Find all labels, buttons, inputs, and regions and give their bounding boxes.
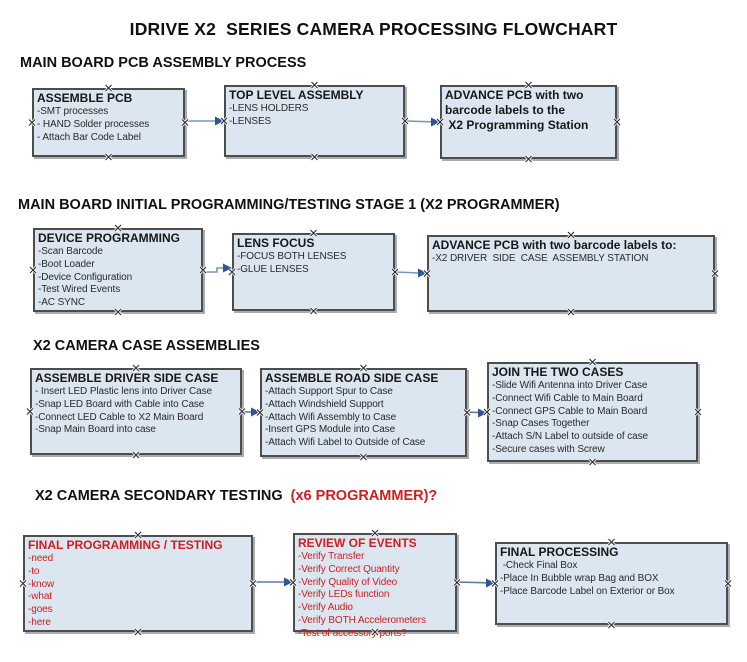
box-item: -to xyxy=(28,565,40,577)
box-item: -Connect LED Cable to X2 Main Board xyxy=(35,411,204,423)
box-item: -LENS HOLDERS xyxy=(229,103,309,114)
page-title: IDRIVE X2 SERIES CAMERA PROCESSING FLOWC… xyxy=(129,19,618,39)
box-item: -Snap LED Board with Cable into Case xyxy=(35,398,205,410)
box-item: -Verify Audio xyxy=(298,602,353,614)
box-item: -Boot Loader xyxy=(38,258,95,270)
flow-box-lens-focus[interactable]: LENS FOCUS -FOCUS BOTH LENSES -GLUE LENS… xyxy=(232,233,395,311)
connector-arrow[interactable] xyxy=(456,578,495,588)
box-item: -X2 DRIVER SIDE CASE ASSEMBLY STATION xyxy=(432,253,649,264)
flow-box-device-programming[interactable]: DEVICE PROGRAMMING -Scan Barcode -Boot L… xyxy=(33,228,203,312)
heading-black-part: X2 CAMERA SECONDARY TESTING xyxy=(35,488,283,504)
box-item: -FOCUS BOTH LENSES xyxy=(237,251,347,262)
box-item: -Connect GPS Cable to Main Board xyxy=(492,405,648,417)
box-title: ASSEMBLE DRIVER SIDE CASE xyxy=(35,371,219,385)
box-item: - HAND Solder processes xyxy=(37,118,150,130)
flow-box-advance-pcb-driver-side[interactable]: ADVANCE PCB with two barcode labels to: … xyxy=(427,235,715,312)
section-heading-initial-programming: MAIN BOARD INITIAL PROGRAMMING/TESTING S… xyxy=(18,197,560,213)
box-title: FINAL PROCESSING xyxy=(500,545,619,559)
box-item: -Test of accessory ports? xyxy=(298,627,407,639)
flow-box-assemble-road-side-case[interactable]: ASSEMBLE ROAD SIDE CASE -Attach Support … xyxy=(260,368,467,457)
box-item: -Attach Wifi Label to Outside of Case xyxy=(265,437,426,449)
flow-box-advance-pcb-programming-station[interactable]: ADVANCE PCB with two barcode labels to t… xyxy=(440,85,617,159)
box-item: -SMT processes xyxy=(37,106,109,117)
box-item: -Scan Barcode xyxy=(38,246,103,257)
section-heading-pcb-assembly: MAIN BOARD PCB ASSEMBLY PROCESS xyxy=(20,55,307,71)
flow-box-top-level-assembly[interactable]: TOP LEVEL ASSEMBLY -LENS HOLDERS -LENSES xyxy=(224,85,405,157)
box-item: -Secure cases with Screw xyxy=(492,443,605,455)
box-item: -Attach S/N Label to outside of case xyxy=(492,431,648,443)
section-heading-secondary-testing: X2 CAMERA SECONDARY TESTING (x6 PROGRAMM… xyxy=(35,488,437,504)
heading-red-part: (x6 PROGRAMMER)? xyxy=(282,488,438,504)
box-item: -Verify Quality of Video xyxy=(298,576,398,588)
box-item: -Insert GPS Module into Case xyxy=(265,424,396,436)
box-item: -LENSES xyxy=(229,115,272,127)
box-item: -Snap Cases Together xyxy=(492,418,590,430)
box-title: REVIEW OF EVENTS xyxy=(298,536,417,550)
box-item: -Device Configuration xyxy=(38,271,133,283)
box-item: -Slide Wifi Antenna into Driver Case xyxy=(492,380,648,391)
box-item: -GLUE LENSES xyxy=(237,263,309,275)
flow-box-assemble-driver-side-case[interactable]: ASSEMBLE DRIVER SIDE CASE - Insert LED P… xyxy=(30,368,242,455)
connector-arrow[interactable] xyxy=(242,407,260,417)
box-item: -Snap Main Board into case xyxy=(35,424,156,436)
flow-box-final-programming-testing[interactable]: FINAL PROGRAMMING / TESTING -need -to -k… xyxy=(23,535,253,632)
connector-arrow[interactable] xyxy=(404,117,440,127)
box-item: -Place In Bubble wrap Bag and BOX xyxy=(500,572,659,584)
box-title: ADVANCE PCB with two barcode labels to: xyxy=(432,238,677,252)
box-item: -need xyxy=(28,553,54,564)
flow-box-assemble-pcb[interactable]: ASSEMBLE PCB -SMT processes - HAND Solde… xyxy=(32,88,185,157)
connector-arrow[interactable] xyxy=(394,268,427,278)
box-title: LENS FOCUS xyxy=(237,236,315,250)
box-item: -AC SYNC xyxy=(38,297,85,309)
connector-arrow[interactable] xyxy=(253,577,293,587)
box-item: -Verify LEDs function xyxy=(298,589,390,601)
box-item: -Place Barcode Label on Exterior or Box xyxy=(500,585,675,597)
box-item: -know xyxy=(28,578,55,590)
box-item: -Connect Wifi Cable to Main Board xyxy=(492,392,643,404)
box-item: - Insert LED Plastic lens into Driver Ca… xyxy=(35,386,212,397)
box-item: -Verify BOTH Accelerometers xyxy=(298,614,426,626)
box-item: -Verify Transfer xyxy=(298,551,365,562)
box-item: -what xyxy=(28,591,52,603)
connector-arrow[interactable] xyxy=(466,408,487,418)
box-item: -Check Final Box xyxy=(500,560,578,571)
box-title: ASSEMBLE PCB xyxy=(37,91,133,105)
box-item: -Test Wired Events xyxy=(38,284,121,296)
flow-box-join-the-two-cases[interactable]: JOIN THE TWO CASES -Slide Wifi Antenna i… xyxy=(487,362,698,462)
box-title: DEVICE PROGRAMMING xyxy=(38,231,181,245)
section-heading-case-assemblies: X2 CAMERA CASE ASSEMBLIES xyxy=(33,338,260,354)
flow-box-final-processing[interactable]: FINAL PROCESSING -Check Final Box -Place… xyxy=(495,542,728,625)
box-title: FINAL PROGRAMMING / TESTING xyxy=(28,538,223,552)
connector-arrow[interactable] xyxy=(203,263,232,273)
box-title: ASSEMBLE ROAD SIDE CASE xyxy=(265,371,439,385)
box-item: -Attach Support Spur to Case xyxy=(265,386,393,397)
box-item: -Attach Windshield Support xyxy=(265,398,384,410)
box-item: -here xyxy=(28,616,51,628)
connector-arrow[interactable] xyxy=(185,116,224,126)
flow-box-review-of-events[interactable]: REVIEW OF EVENTS -Verify Transfer -Verif… xyxy=(293,533,457,639)
box-title: TOP LEVEL ASSEMBLY xyxy=(229,88,364,102)
box-item: -Verify Correct Quantity xyxy=(298,563,400,575)
box-item: - Attach Bar Code Label xyxy=(37,131,141,143)
box-title: ADVANCE PCB with two barcode labels to t… xyxy=(445,88,589,132)
box-title: JOIN THE TWO CASES xyxy=(492,365,624,379)
box-item: -goes xyxy=(28,604,53,616)
box-item: -Attach Wifi Assembly to Case xyxy=(265,411,397,423)
